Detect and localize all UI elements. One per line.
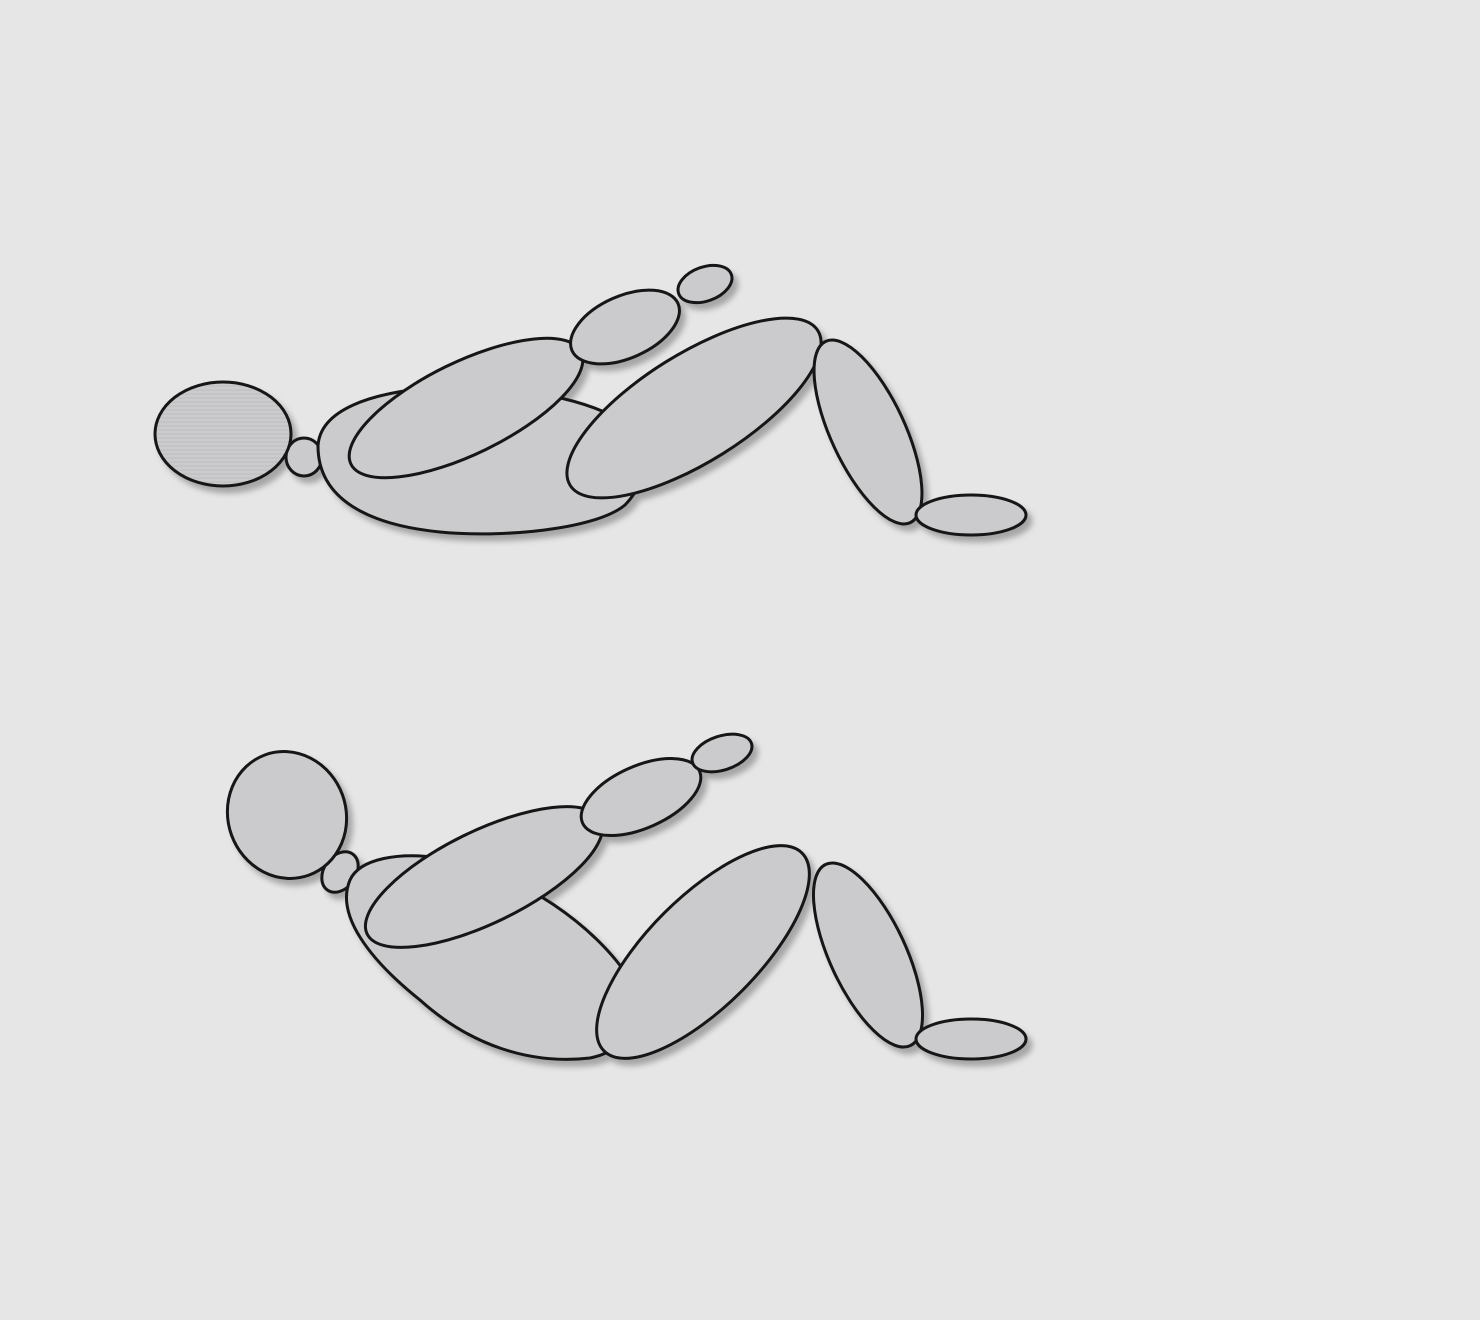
hand (676, 263, 734, 305)
forearm (569, 288, 681, 366)
shin (812, 338, 924, 526)
thigh (565, 316, 823, 500)
shin (811, 861, 925, 1049)
foot (914, 493, 1028, 537)
hand (690, 732, 754, 774)
figure-lying-flat (153, 263, 1028, 537)
foot (914, 1017, 1028, 1061)
figure-crunch-up (225, 732, 1028, 1061)
head (153, 380, 293, 488)
thigh (595, 844, 811, 1060)
head (225, 750, 349, 880)
